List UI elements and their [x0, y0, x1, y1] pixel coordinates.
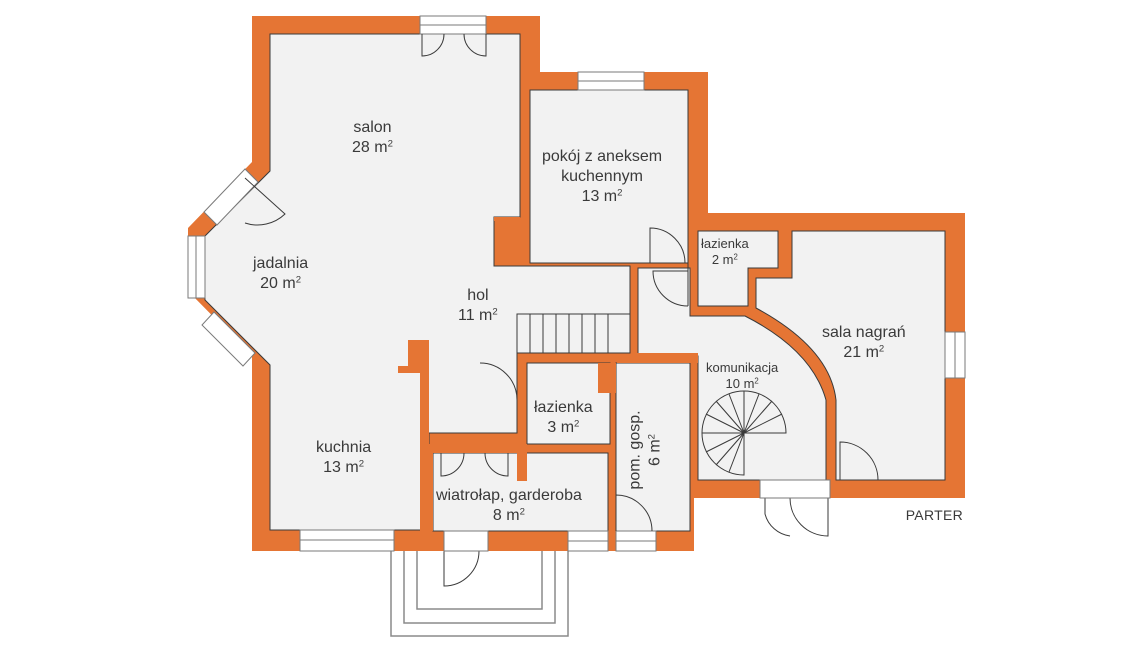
straight-stairs [516, 313, 631, 354]
room-name: pokój z aneksem [542, 148, 663, 165]
room-area: 11 m2 [458, 306, 498, 324]
room-label-hol: hol 11 m2 [458, 286, 498, 326]
room-area: 10 m2 [725, 376, 759, 392]
room-name-2: kuchennym [561, 168, 643, 185]
room-name: komunikacja [706, 360, 779, 375]
room-label-wiatrolap: wiatrołap, garderoba 8 m2 [436, 486, 582, 526]
room-area: 20 m2 [260, 274, 302, 292]
room-label-kuchnia: kuchnia 13 m2 [316, 438, 371, 478]
interior-walls [398, 217, 698, 531]
room-area: 6 m2 [646, 434, 664, 467]
room-name: jadalnia [253, 255, 309, 272]
room-label-komunikacja: komunikacja 10 m2 [706, 360, 778, 393]
room-name: hol [467, 287, 489, 304]
door-openings [443, 479, 831, 552]
room-name: łazienka [701, 236, 749, 251]
room-area: 21 m2 [843, 343, 885, 361]
floor-pokoj [529, 89, 689, 264]
room-area: 13 m2 [581, 187, 623, 205]
doors [244, 33, 879, 587]
entrance-porch [390, 547, 569, 637]
room-name: wiatrołap, garderoba [436, 487, 582, 504]
room-area: 3 m2 [547, 418, 580, 436]
room-label-lazienka-3: łazienka 3 m2 [534, 398, 593, 438]
floor-pom [615, 362, 691, 532]
room-label-lazienka-2: łazienka 2 m2 [701, 236, 749, 269]
room-name: kuchnia [316, 439, 372, 456]
room-label-jadalnia: jadalnia 20 m2 [253, 254, 308, 294]
room-name: łazienka [534, 399, 593, 416]
room-label-sala: sala nagrań 21 m2 [822, 323, 906, 363]
room-label-pom: pom. gosp. 6 m2 [626, 410, 666, 489]
spiral-stairs [701, 390, 787, 476]
windows [187, 15, 966, 552]
bay-windows [201, 168, 259, 367]
room-area: 8 m2 [492, 506, 525, 524]
floor-lazienka-2 [697, 230, 779, 307]
floor-lazienka-3 [526, 362, 611, 445]
room-area: 28 m2 [352, 138, 393, 156]
room-name: salon [353, 119, 392, 136]
room-area: 13 m2 [323, 458, 365, 476]
floor-sala [755, 230, 946, 481]
room-area: 2 m2 [711, 252, 738, 268]
floor-title: PARTER [905, 507, 963, 523]
room-label-salon: salon 28 m2 [352, 118, 393, 158]
room-name: pom. gosp. [626, 410, 644, 490]
room-label-pokoj: pokój z aneksem kuchennym 13 m2 [542, 147, 662, 207]
room-name: sala nagrań [822, 324, 906, 341]
